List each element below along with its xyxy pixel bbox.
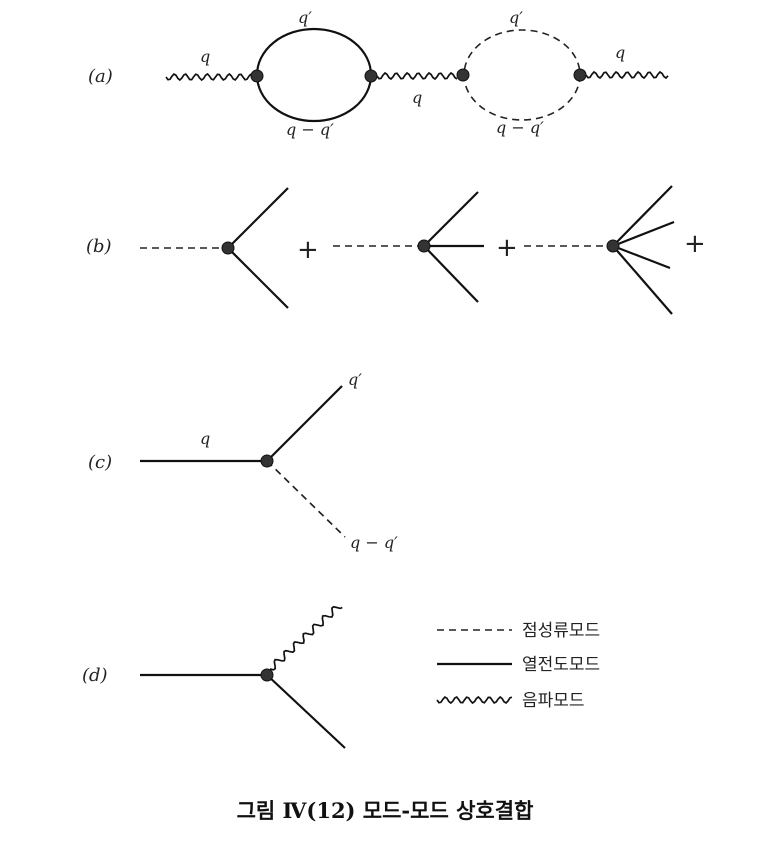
panel-a-q-top2: q′	[509, 8, 523, 27]
panel-b-plus-1: +	[297, 235, 319, 265]
panel-a-q-top: q′	[298, 8, 312, 27]
panel-a-vertex-2	[364, 69, 378, 83]
legend-wavy-label: 음파모드	[522, 691, 585, 711]
panel-b-label: (b)	[86, 236, 112, 257]
panel-b-t2-vertex	[417, 239, 431, 253]
panel-d-solid-out	[266, 674, 346, 749]
panel-b-t3-solid-2	[612, 220, 675, 248]
panel-a-vertex-4	[573, 68, 587, 82]
panel-a-wavy-in	[165, 72, 252, 82]
panel-c-dashed-out	[266, 460, 346, 538]
panel-a-wavy-mid	[376, 71, 458, 81]
panel-c-label: (c)	[88, 452, 112, 473]
panel-b-t3-vertex	[606, 239, 620, 253]
panel-a-q-mid: q	[412, 88, 422, 107]
figure-caption: 그림 Ⅳ(12) 모드-모드 상호결합	[237, 798, 534, 823]
panel-a-label: (a)	[88, 66, 113, 87]
panel-b-plus-3: +	[684, 229, 706, 259]
panel-b-t3-solid-4	[612, 245, 673, 315]
legend-dashed-label: 점성류모드	[522, 621, 600, 641]
panel-a-dashed-loop	[463, 29, 581, 121]
panel-a-vertex-3	[456, 68, 470, 82]
panel-b-plus-2: +	[496, 233, 518, 263]
legend-solid-label: 열전도모드	[522, 655, 600, 675]
panel-a-q-out: q	[615, 43, 625, 62]
panel-c-vertex	[260, 454, 274, 468]
panel-c-solid-out	[266, 385, 343, 462]
panel-c-q-out-bottom: q − q′	[350, 533, 398, 552]
legend-wavy-swatch	[436, 695, 513, 705]
panel-d-vertex	[260, 668, 274, 682]
panel-b-t1-vertex	[221, 241, 235, 255]
panel-a-wavy-out	[585, 70, 669, 80]
panel-a-vertex-1	[250, 69, 264, 83]
panel-c-q-out-top: q′	[348, 370, 362, 389]
panel-b-t1-solid-down	[227, 247, 289, 309]
panel-c-q-in: q	[200, 429, 210, 448]
panel-b-t1-solid-up	[227, 187, 289, 249]
panel-d-wavy-out	[269, 605, 343, 671]
panel-b-t2-solid-down	[423, 245, 479, 303]
panel-d-label: (d)	[82, 665, 108, 686]
panel-b-t2-solid-up	[423, 191, 479, 247]
panel-a-q-bottom2: q − q′	[496, 118, 544, 137]
panel-a-solid-loop	[255, 27, 373, 123]
panel-a-q-bottom: q − q′	[286, 120, 334, 139]
panel-a-q-in: q	[200, 47, 210, 66]
panel-b-t3-solid-1	[612, 185, 673, 247]
panel-b-t3-solid-3	[612, 244, 671, 270]
